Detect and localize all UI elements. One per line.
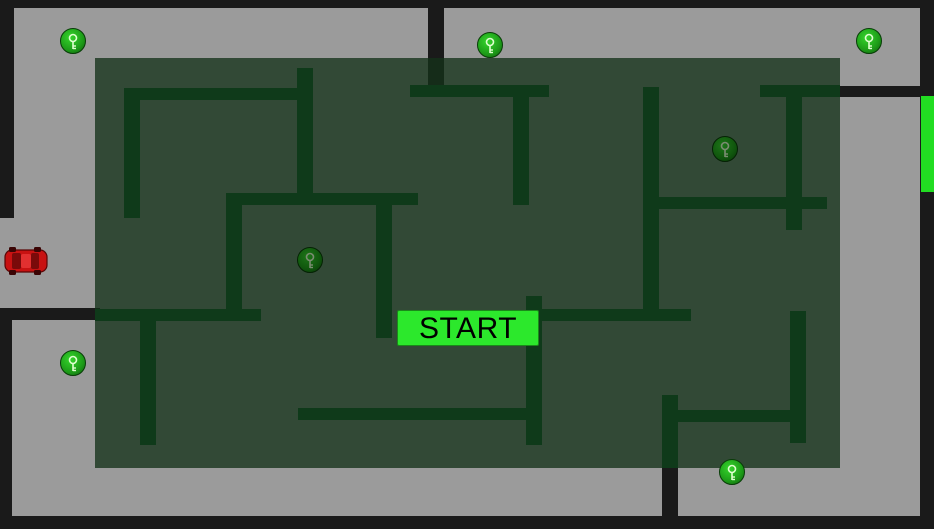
wall-bottom-divider bbox=[662, 466, 678, 516]
floor-right bbox=[840, 97, 920, 516]
exit-marker bbox=[921, 96, 934, 192]
red-car-icon[interactable] bbox=[3, 246, 49, 281]
maze-wall bbox=[790, 311, 806, 443]
key-icon[interactable] bbox=[60, 350, 86, 376]
outer-wall-bottom bbox=[0, 516, 934, 529]
wall-top-right-ledge bbox=[840, 86, 934, 97]
maze-wall bbox=[297, 68, 313, 204]
maze-wall bbox=[662, 395, 678, 468]
maze-wall bbox=[124, 88, 140, 218]
key-icon[interactable] bbox=[477, 32, 503, 58]
start-button[interactable]: START bbox=[397, 310, 539, 346]
maze-wall bbox=[226, 193, 418, 205]
outer-wall-left-bottom bbox=[0, 308, 12, 529]
key-icon[interactable] bbox=[856, 28, 882, 54]
maze-wall bbox=[140, 309, 156, 445]
maze-wall bbox=[124, 88, 312, 100]
maze-wall bbox=[643, 197, 827, 209]
outer-wall-top bbox=[0, 0, 934, 8]
maze-wall bbox=[95, 309, 261, 321]
maze-wall bbox=[226, 193, 242, 320]
maze-wall bbox=[526, 309, 691, 321]
key-icon[interactable] bbox=[60, 28, 86, 54]
outer-wall-left-top bbox=[0, 0, 14, 218]
key-icon[interactable] bbox=[719, 459, 745, 485]
maze-wall bbox=[513, 85, 529, 205]
maze-wall bbox=[786, 85, 802, 230]
maze-wall bbox=[376, 193, 392, 338]
wall-left-ledge bbox=[0, 308, 100, 320]
key-icon[interactable] bbox=[712, 136, 738, 162]
outer-wall-right bbox=[920, 0, 934, 529]
floor-bottom-right bbox=[678, 466, 920, 516]
maze-overlay bbox=[95, 58, 840, 468]
maze-wall bbox=[662, 410, 806, 422]
maze-wall bbox=[298, 408, 542, 420]
key-icon[interactable] bbox=[297, 247, 323, 273]
